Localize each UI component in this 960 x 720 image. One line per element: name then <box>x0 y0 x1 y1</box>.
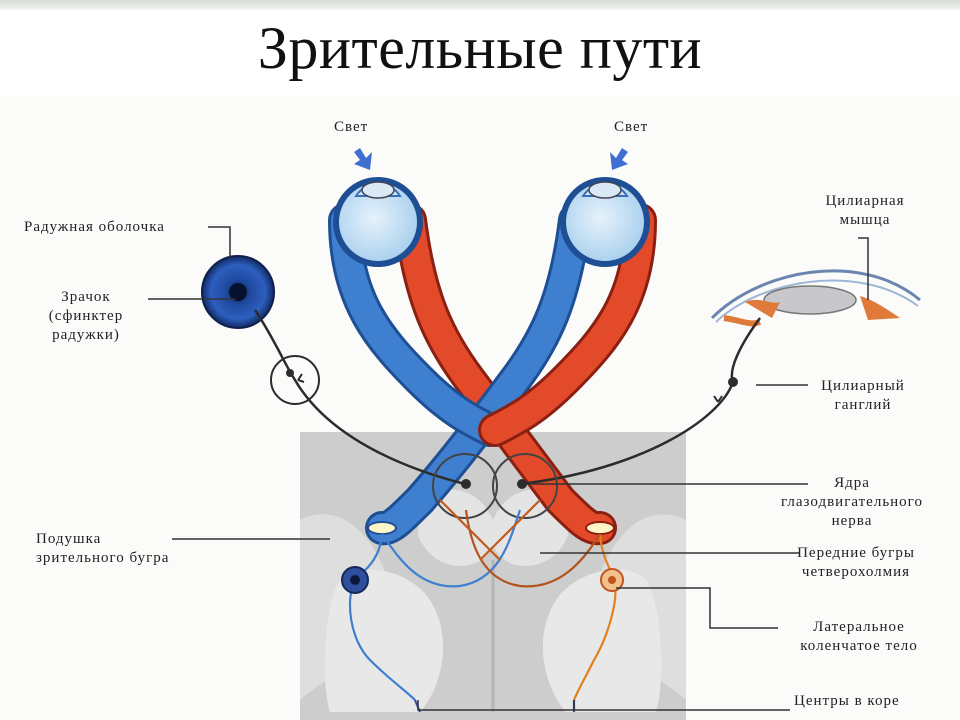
optic-tracts <box>328 203 657 546</box>
ciliary-lens-icon <box>710 269 921 327</box>
label-iris: Радужная оболочка <box>24 219 165 235</box>
diagram-area: Свет Свет Радужная оболочка Зрачок (сфин… <box>0 96 960 720</box>
left-eye <box>333 177 423 267</box>
label-pulvinar: Подушка зрительного бугра <box>36 531 170 566</box>
label-light-left: Свет <box>334 119 369 135</box>
top-bar <box>0 0 960 10</box>
label-pupil: Зрачок (сфинктер радужки) <box>48 289 124 343</box>
lgn-markers <box>341 566 624 594</box>
label-oculomotor-nuclei: Ядра глазодвигательного нерва <box>781 475 923 529</box>
visual-pathways-diagram <box>148 148 921 720</box>
label-light-right: Свет <box>614 119 649 135</box>
right-eye <box>560 177 650 267</box>
label-ciliary-ganglion: Цилиарный ганглий <box>821 378 905 413</box>
label-ciliary-muscle: Цилиарная мышца <box>825 193 905 228</box>
label-cortex: Центры в коре <box>794 693 900 709</box>
light-arrow-left-icon <box>354 148 372 170</box>
light-arrow-right-icon <box>610 148 628 170</box>
ganglion-markers <box>270 355 738 519</box>
leader-lines <box>148 226 869 711</box>
projection-fibers <box>348 499 617 713</box>
iris-icon <box>201 255 275 329</box>
label-superior-colliculi: Передние бугры четверохолмия <box>797 545 915 580</box>
label-lgn: Латеральное коленчатое тело <box>800 619 918 654</box>
page-title: Зрительные пути <box>257 15 703 81</box>
